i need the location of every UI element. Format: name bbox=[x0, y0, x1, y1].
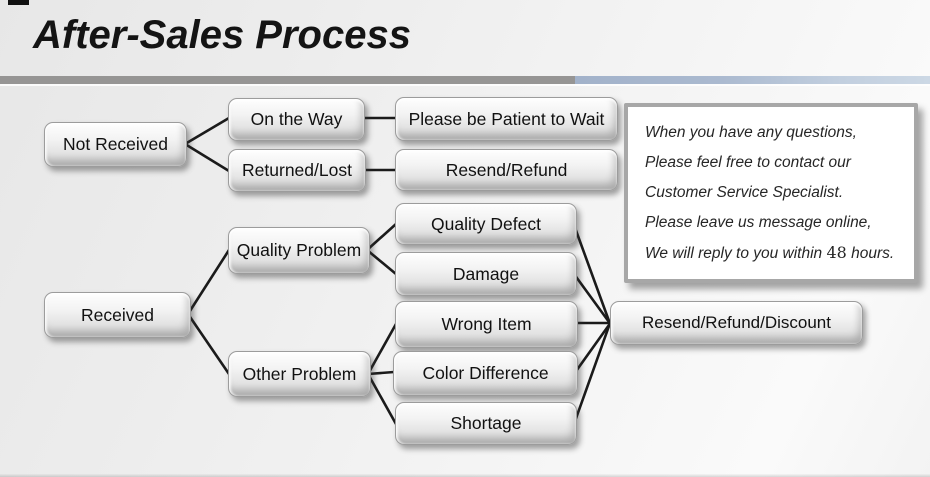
node-damage: Damage bbox=[395, 252, 577, 296]
connector bbox=[183, 116, 231, 146]
corner-mark bbox=[8, 0, 29, 5]
connector bbox=[366, 372, 398, 426]
note-line-5-suffix: hours. bbox=[846, 245, 895, 262]
connector bbox=[365, 248, 398, 276]
node-quality-defect: Quality Defect bbox=[395, 203, 577, 245]
node-returned-lost: Returned/Lost bbox=[228, 149, 366, 192]
note-line-1: When you have any questions, bbox=[645, 124, 857, 141]
node-resend-refund: Resend/Refund bbox=[395, 149, 618, 191]
connector bbox=[366, 322, 398, 376]
note-line-5-prefix: We will reply to you within bbox=[645, 245, 827, 262]
customer-service-note: When you have any questions, Please feel… bbox=[624, 103, 918, 283]
divider-bar-blue bbox=[575, 76, 930, 84]
divider-bar-gray bbox=[0, 76, 575, 84]
node-quality-problem: Quality Problem bbox=[228, 227, 370, 274]
node-not-received: Not Received bbox=[44, 122, 187, 167]
connector bbox=[365, 222, 398, 252]
connector bbox=[572, 324, 611, 426]
connector bbox=[186, 312, 231, 376]
connector bbox=[572, 323, 611, 376]
note-line-2: Please feel free to contact our bbox=[645, 154, 851, 171]
note-line-3: Customer Service Specialist. bbox=[645, 184, 844, 201]
node-other-problem: Other Problem bbox=[228, 351, 371, 397]
node-shortage: Shortage bbox=[395, 402, 577, 445]
note-line-5-number: 48 bbox=[826, 243, 847, 262]
node-please-be-patient: Please be Patient to Wait bbox=[395, 97, 618, 141]
node-received: Received bbox=[44, 292, 191, 338]
node-wrong-item: Wrong Item bbox=[395, 301, 578, 348]
note-line-4: Please leave us message online, bbox=[645, 214, 872, 231]
divider-highlight bbox=[0, 84, 930, 86]
node-color-difference: Color Difference bbox=[393, 351, 578, 396]
connector bbox=[572, 223, 611, 323]
connector bbox=[366, 370, 396, 376]
node-resend-refund-discount: Resend/Refund/Discount bbox=[610, 301, 863, 345]
connector bbox=[572, 272, 611, 324]
note-line-5: We will reply to you within 48 hours. bbox=[645, 238, 906, 269]
page-title: After-Sales Process bbox=[33, 13, 411, 57]
bottom-edge-shading bbox=[0, 474, 930, 477]
connector bbox=[186, 248, 231, 316]
node-on-the-way: On the Way bbox=[228, 98, 365, 141]
connector bbox=[183, 142, 231, 173]
